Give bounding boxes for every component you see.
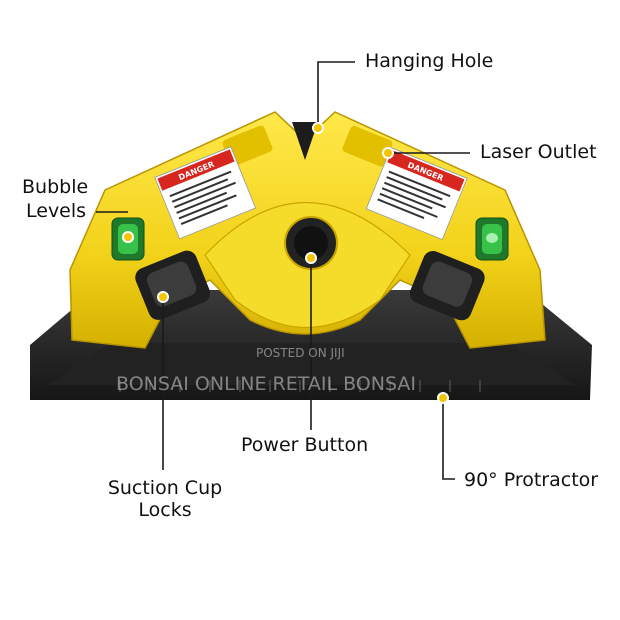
laser-outlet-label: Laser Outlet [480, 141, 597, 163]
power-button-dot-icon [305, 252, 317, 264]
hanging-hole-dot-icon [312, 122, 324, 134]
hanging-hole-label: Hanging Hole [365, 50, 494, 72]
suction-lock-dot-icon [157, 291, 169, 303]
watermark-posted: POSTED ON JIJI [256, 346, 345, 360]
protractor-label: 90° Protractor [464, 469, 599, 491]
protractor-dot-icon [437, 392, 449, 404]
bubble-levels-label-line2: Levels [26, 200, 87, 222]
watermark-bonsai: BONSAI ONLINE RETAIL BONSAI [116, 373, 416, 395]
bubble-level-right [475, 217, 509, 261]
bubble-levels-label-line1: Bubble [22, 176, 89, 198]
suction-cup-locks-label-line1: Suction Cup [107, 477, 223, 499]
warning-sticker-right: DANGER [365, 147, 468, 240]
warning-sticker-left: DANGER [154, 146, 257, 240]
suction-cup-locks-label-line2: Locks [138, 499, 192, 521]
callout-dots [122, 122, 449, 404]
suction-lock-right [409, 250, 485, 321]
power-button-label: Power Button [241, 434, 369, 456]
bubble-level-dot-icon [122, 231, 134, 243]
callout-lines [96, 61, 470, 480]
power-button [284, 216, 338, 270]
laser-outlet-dot-icon [382, 147, 394, 159]
